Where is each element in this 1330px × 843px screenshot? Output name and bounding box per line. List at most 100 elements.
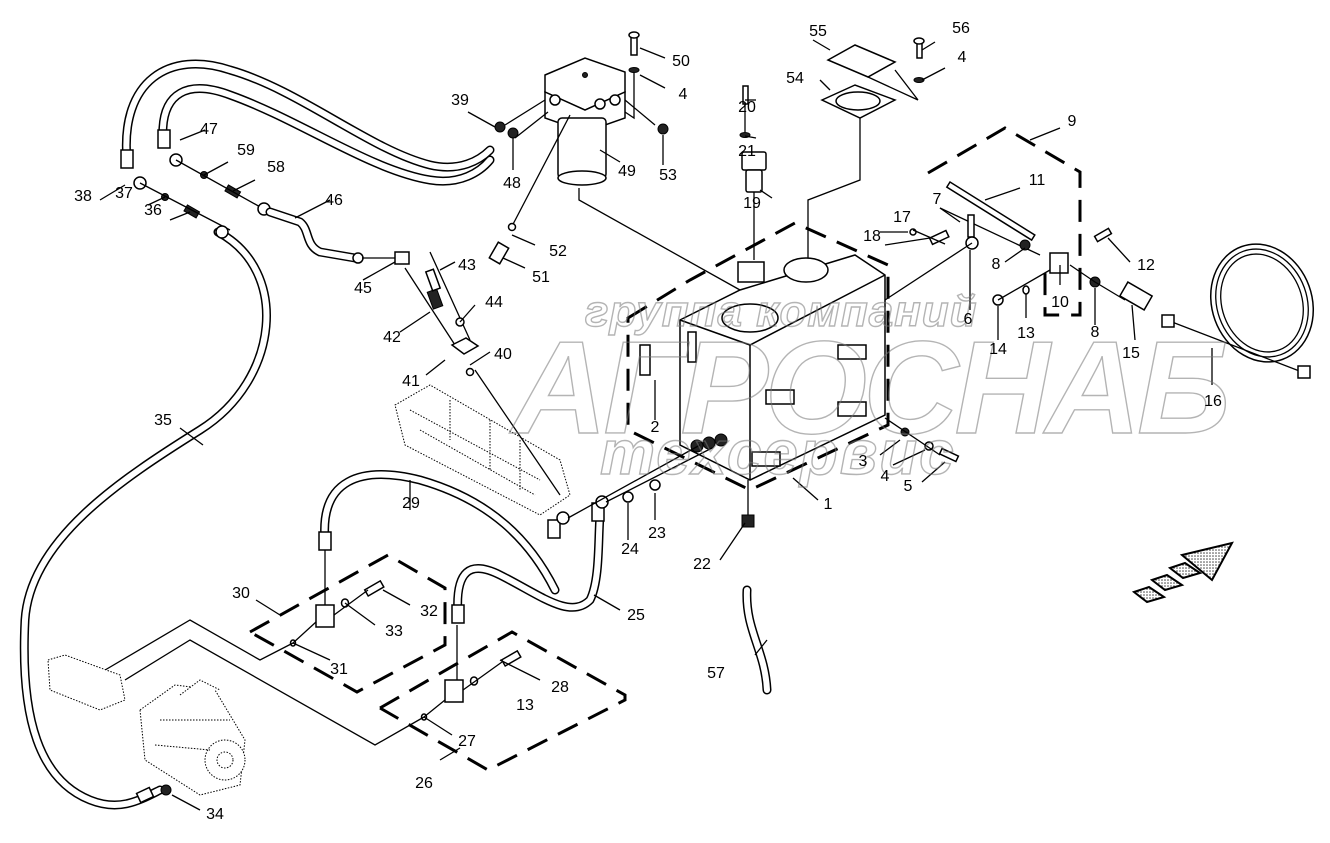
callout-26: 26 xyxy=(415,775,433,792)
callout-25: 25 xyxy=(627,607,645,624)
sight-glass xyxy=(687,331,697,363)
sensor-51 xyxy=(488,241,510,265)
callout-43: 43 xyxy=(458,257,476,274)
callout-21: 21 xyxy=(738,143,756,160)
callout-33: 33 xyxy=(385,623,403,640)
bolt-12 xyxy=(1093,227,1113,243)
hose-57 xyxy=(742,585,772,695)
callout-53: 53 xyxy=(659,167,677,184)
callout-2: 2 xyxy=(650,419,660,436)
tank-assembly-boundary xyxy=(626,221,890,492)
hose-29 xyxy=(320,470,560,595)
valve-block-41 xyxy=(394,384,571,516)
tank-bracket xyxy=(751,451,781,467)
tank-bracket xyxy=(765,389,795,405)
callout-31: 31 xyxy=(330,661,348,678)
hydraulic-tank xyxy=(639,254,886,481)
hose-elbow xyxy=(556,511,570,525)
tube-bend xyxy=(967,214,975,238)
nut-fitting xyxy=(352,252,364,264)
bolt-50 xyxy=(630,36,638,56)
hose-47 xyxy=(158,84,495,186)
callout-13-upper: 13 xyxy=(1017,325,1035,342)
plug-53 xyxy=(657,123,669,135)
tank-bracket xyxy=(837,401,867,417)
callout-29: 29 xyxy=(402,495,420,512)
callout-41: 41 xyxy=(402,373,420,390)
coil-hose-16 xyxy=(1161,243,1315,379)
screw-32 xyxy=(363,579,385,597)
fitting-17 xyxy=(928,229,950,246)
callout-20: 20 xyxy=(738,99,756,116)
callout-56: 56 xyxy=(952,20,970,37)
fitting-block-30 xyxy=(315,604,335,628)
callout-13-lower: 13 xyxy=(516,697,534,714)
forward-direction-arrow xyxy=(1131,541,1234,604)
screw-28 xyxy=(500,649,522,667)
callout-23: 23 xyxy=(648,525,666,542)
fitting-34 xyxy=(160,784,172,796)
callout-42: 42 xyxy=(383,329,401,346)
callout-32: 32 xyxy=(420,603,438,620)
callout-44: 44 xyxy=(485,294,503,311)
bolt-56 xyxy=(916,42,923,59)
callout-15: 15 xyxy=(1122,345,1140,362)
callout-8-lower: 8 xyxy=(1090,324,1100,341)
hose-end-fitting xyxy=(120,149,134,169)
callout-11: 11 xyxy=(1028,172,1046,189)
callout-12: 12 xyxy=(1137,257,1155,274)
callout-24: 24 xyxy=(621,541,639,558)
group-30-boundary xyxy=(249,553,447,694)
bolt-5 xyxy=(938,447,960,463)
callout-57: 57 xyxy=(707,665,725,682)
callout-10: 10 xyxy=(1051,294,1069,311)
callout-9: 9 xyxy=(1067,113,1077,130)
plug-48 xyxy=(507,127,519,139)
flange-41 xyxy=(450,337,480,355)
callout-55: 55 xyxy=(809,23,827,40)
drive-coupling xyxy=(47,654,126,711)
washer-13 xyxy=(1022,285,1030,295)
bolt-43 xyxy=(424,268,442,292)
callout-35: 35 xyxy=(154,412,172,429)
callout-46: 46 xyxy=(325,192,343,209)
group-9-boundary xyxy=(927,126,1082,317)
bolt-head xyxy=(628,31,640,39)
o-ring-52 xyxy=(507,222,517,232)
hose-end-fitting xyxy=(135,786,155,804)
nut-23 xyxy=(649,479,661,491)
callout-50: 50 xyxy=(672,53,690,70)
callout-5: 5 xyxy=(903,478,913,495)
callout-36: 36 xyxy=(144,202,162,219)
callout-27: 27 xyxy=(458,733,476,750)
fitting-block-26 xyxy=(444,679,464,703)
callout-30: 30 xyxy=(232,585,250,602)
callout-52: 52 xyxy=(549,243,567,260)
hose-end-fitting xyxy=(451,604,465,624)
callout-37: 37 xyxy=(115,185,133,202)
nut-8 xyxy=(1019,239,1031,251)
callout-22: 22 xyxy=(693,556,711,573)
hose-35 xyxy=(19,227,271,810)
callout-54: 54 xyxy=(786,70,804,87)
nut-24 xyxy=(622,491,634,503)
o-ring-40 xyxy=(465,367,475,377)
group-26-boundary xyxy=(379,630,627,772)
callout-48: 48 xyxy=(503,175,521,192)
pipe-11 xyxy=(945,180,1036,242)
callout-18: 18 xyxy=(863,228,881,245)
washer-4 xyxy=(628,67,640,73)
hose-38 xyxy=(121,59,495,172)
callout-34: 34 xyxy=(206,806,224,823)
tank-bracket xyxy=(837,344,867,360)
callout-59: 59 xyxy=(237,142,255,159)
plug-39 xyxy=(494,121,506,133)
leader-lines xyxy=(99,39,1213,811)
hose-end-fitting xyxy=(547,519,561,539)
hose-end-fitting xyxy=(157,129,171,149)
elbow-45 xyxy=(394,251,410,265)
hydraulic-pump xyxy=(139,679,246,796)
callout-3: 3 xyxy=(858,453,868,470)
